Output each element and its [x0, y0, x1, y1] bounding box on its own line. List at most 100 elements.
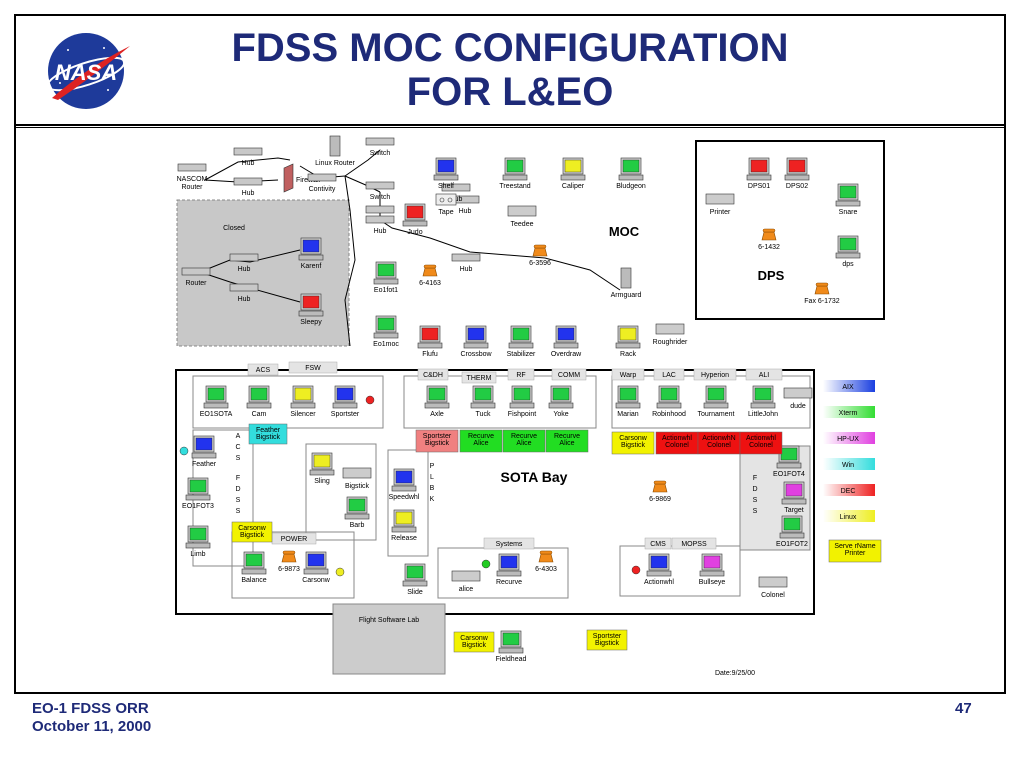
hub-hub[interactable]: Hub [233, 177, 263, 197]
workstation-snare[interactable]: Snare [835, 183, 861, 216]
hub-hub[interactable]: Hub [365, 215, 395, 235]
status-dot [481, 559, 491, 569]
workstation-balance[interactable]: Balance [241, 551, 267, 584]
workstation-bludgeon[interactable]: Bludgeon [616, 157, 646, 190]
server-dude[interactable]: dude [783, 387, 813, 410]
workstation-label: Rack [620, 351, 636, 358]
legend-dec: DEC [823, 484, 875, 496]
tower-armguard[interactable]: Armguard [611, 267, 642, 299]
workstation-release[interactable]: Release [391, 509, 417, 542]
hub-hub[interactable]: Hub [229, 253, 259, 273]
device-label: Linux Router [315, 160, 355, 167]
workstation-treestand[interactable]: Treestand [499, 157, 531, 190]
workstation-robinhood[interactable]: Robinhood [652, 385, 686, 418]
group-tab-cms: CMS [644, 537, 672, 550]
device-label: Hub [242, 190, 255, 197]
workstation-eo1fot3[interactable]: EO1FOT3 [182, 477, 214, 510]
workstation-marian[interactable]: Marian [615, 385, 641, 418]
workstation-tournament[interactable]: Tournament [698, 385, 735, 418]
legend-hp-ux: HP-UX [823, 432, 875, 444]
workstation-speedwhl[interactable]: Speedwhl [389, 468, 420, 501]
router-router[interactable]: Router [181, 267, 211, 287]
workstation-eo1fot1[interactable]: Eo1fot1 [373, 261, 399, 294]
group-label: C&DH [423, 372, 443, 379]
hub-contivity[interactable]: Contivity [307, 173, 337, 193]
workstation-overdraw[interactable]: Overdraw [551, 325, 582, 358]
workstation-tuck[interactable]: Tuck [470, 385, 496, 418]
workstation-eo1moc[interactable]: Eo1moc [373, 315, 399, 348]
note-text: Actionwhl [746, 435, 776, 442]
workstation-actionwhl[interactable]: Actionwhl [644, 553, 674, 586]
workstation-rack[interactable]: Rack [615, 325, 641, 358]
workstation-crossbow[interactable]: Crossbow [460, 325, 493, 358]
nasa-logo: NASA [46, 33, 130, 109]
workstation-carsonw[interactable]: Carsonw [302, 551, 331, 584]
workstation-yoke[interactable]: Yoke [548, 385, 574, 418]
hub-hub[interactable]: Hub [229, 283, 259, 303]
server-colonel[interactable]: Colonel [758, 576, 788, 599]
vertical-letter: C [235, 444, 240, 451]
workstation-label: Overdraw [551, 351, 582, 358]
workstation-stabilizer[interactable]: Stabilizer [507, 325, 536, 358]
workstation-shelf[interactable]: Shelf [433, 157, 459, 190]
phone-6-4163: 6-4163 [419, 264, 441, 287]
workstation-eo1sota[interactable]: EO1SOTA [200, 385, 233, 418]
device-label: Router [185, 280, 207, 287]
workstation-axle[interactable]: Axle [424, 385, 450, 418]
workstation-recurve[interactable]: Recurve [496, 553, 522, 586]
tower-linux-router[interactable]: Linux Router [315, 135, 356, 167]
workstation-dps[interactable]: dps [835, 235, 861, 268]
workstation-judo[interactable]: Judo [402, 203, 428, 236]
server-bigstick[interactable]: Bigstick [342, 467, 372, 490]
workstation-limb[interactable]: Limb [185, 525, 211, 558]
workstation-littlejohn[interactable]: LittleJohn [748, 385, 778, 418]
workstation-dps02[interactable]: DPS02 [784, 157, 810, 190]
footer: EO-1 FDSS ORR October 11, 2000 [32, 700, 151, 736]
workstation-silencer[interactable]: Silencer [290, 385, 316, 418]
workstation-fieldhead[interactable]: Fieldhead [496, 630, 527, 663]
sota-bay-label: SOTA Bay [501, 469, 568, 485]
server-teedee[interactable]: Teedee [507, 205, 537, 228]
workstation-eo1fot4[interactable]: EO1FOT4 [773, 445, 805, 478]
device-label: Roughrider [653, 339, 688, 346]
workstation-label: Speedwhl [389, 494, 420, 501]
hub-hub[interactable]: Hub [233, 147, 263, 167]
group-label: Warp [620, 372, 637, 379]
device-label: dude [790, 403, 806, 410]
legend-aix: AIX [823, 380, 875, 392]
workstation-fishpoint[interactable]: Fishpoint [508, 385, 536, 418]
workstation-label: DPS01 [748, 183, 770, 190]
server-roughrider[interactable]: Roughrider [653, 323, 688, 346]
workstation-sling[interactable]: Sling [309, 452, 335, 485]
tape-tape[interactable]: Tape [435, 193, 457, 216]
workstation-caliper[interactable]: Caliper [560, 157, 586, 190]
workstation-sleepy[interactable]: Sleepy [298, 293, 324, 326]
workstation-bullseye[interactable]: Bullseye [699, 553, 726, 586]
workstation-cam[interactable]: Cam [246, 385, 272, 418]
workstation-eo1fot2[interactable]: EO1FOT2 [776, 515, 808, 548]
legend-xterm: Xterm [823, 406, 875, 418]
note-text: Colonel [707, 442, 731, 449]
workstation-label: Axle [430, 411, 444, 418]
workstation-karenf[interactable]: Karenf [298, 237, 324, 270]
hub-switch[interactable]: Switch [365, 137, 395, 157]
hub-switch[interactable]: Switch [365, 181, 395, 201]
hub-hub[interactable]: Hub [451, 253, 481, 273]
server-alice[interactable]: alice [451, 570, 481, 593]
group-label: CMS [650, 541, 666, 548]
workstation-barb[interactable]: Barb [344, 496, 370, 529]
workstation-flufu[interactable]: Flufu [417, 325, 443, 358]
device-label: Switch [370, 194, 391, 201]
workstation-target[interactable]: Target [781, 481, 807, 514]
dps-label: DPS [758, 268, 785, 283]
device-label: Tape [438, 209, 453, 216]
workstation-slide[interactable]: Slide [402, 563, 428, 596]
workstation-feather[interactable]: Feather [191, 435, 217, 468]
server-printer[interactable]: Printer [705, 193, 735, 216]
note-text: Alice [559, 440, 574, 447]
workstation-dps01[interactable]: DPS01 [746, 157, 772, 190]
workstation-sportster[interactable]: Sportster [331, 385, 360, 418]
